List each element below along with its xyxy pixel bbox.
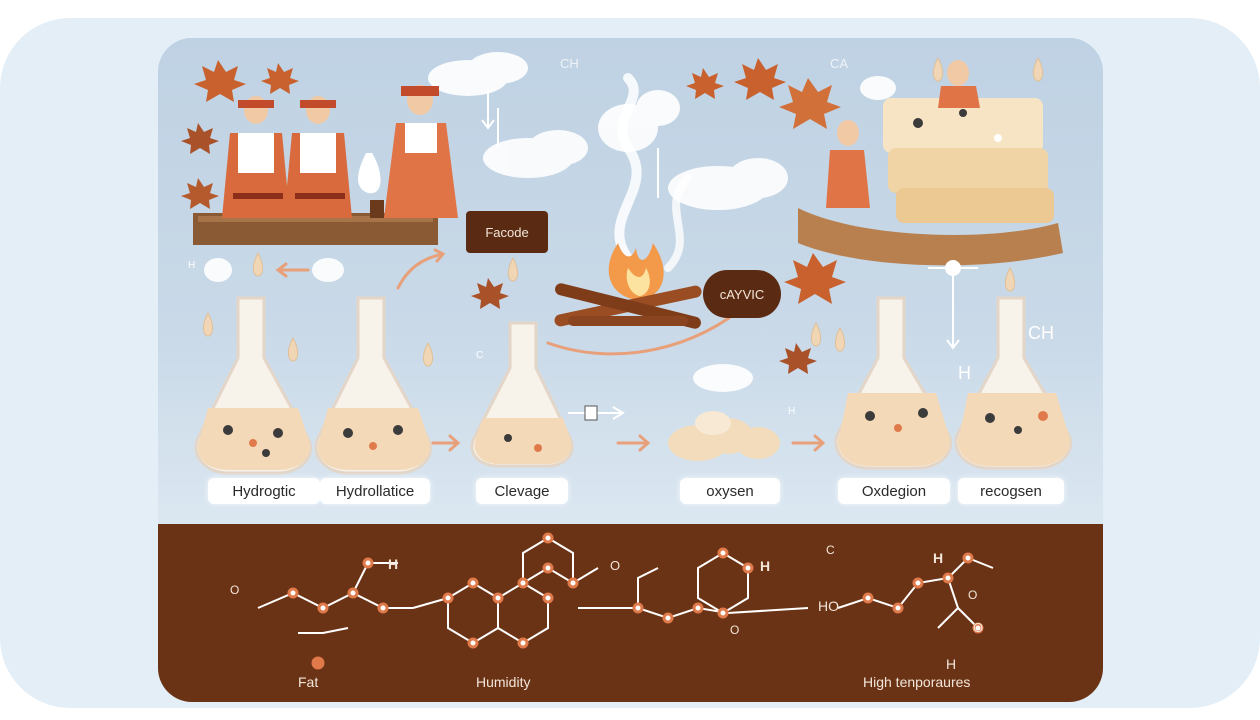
maple-leaf-icon [181,58,846,374]
formula-ho: HO [818,598,839,614]
process-label-6: recogsen [958,478,1064,504]
process-label-1: Hydrogtic [208,478,320,504]
float-text-ch-right: CH [1028,323,1054,343]
droplet-icon [202,56,1044,367]
molecule-icon [257,536,994,645]
illustration-art [181,52,1073,670]
float-text-h: H [958,363,971,383]
flask-icon [194,296,1073,475]
process-label-2: Hydrollatice [320,478,430,504]
people-group [193,85,458,245]
campfire-icon [554,243,702,329]
process-label-3: Clevage [476,478,568,504]
cheese-block-icon [798,60,1063,266]
float-text-ch: CH [560,56,579,71]
bottom-label-fat: Fat [298,674,319,690]
bottom-label-high-temperatures: High tenporaures [863,674,971,690]
float-text-h-small: H [788,406,796,417]
formula-o-3: O [730,623,740,637]
process-label-5: Oxdegion [838,478,950,504]
formula-h-1: H [388,556,399,572]
callout-right: cAYVIC [703,270,781,318]
ground-area [158,524,1103,702]
formula-o-5: O [973,620,984,635]
float-text-ca: CA [830,56,849,71]
float-text-c: C [476,350,484,361]
float-text-h-left: H [188,260,196,271]
process-label-4: oxysen [680,478,780,504]
bottom-label-humidity: Humidity [476,674,531,690]
formula-c: C [826,543,835,557]
steam-cloud-icon [204,52,896,392]
formula-o-4: O [968,588,978,602]
illustration-panel: CH CA H CH H C H Facode cAYVIC Hydrogtic… [158,38,1103,702]
callout-left: Facode [466,211,548,253]
formula-h-2: H [760,558,771,574]
formula-h-3: H [933,550,944,566]
formula-h-4: H [946,656,957,672]
formula-o-1: O [230,583,240,597]
formula-o-2: O [610,558,621,573]
